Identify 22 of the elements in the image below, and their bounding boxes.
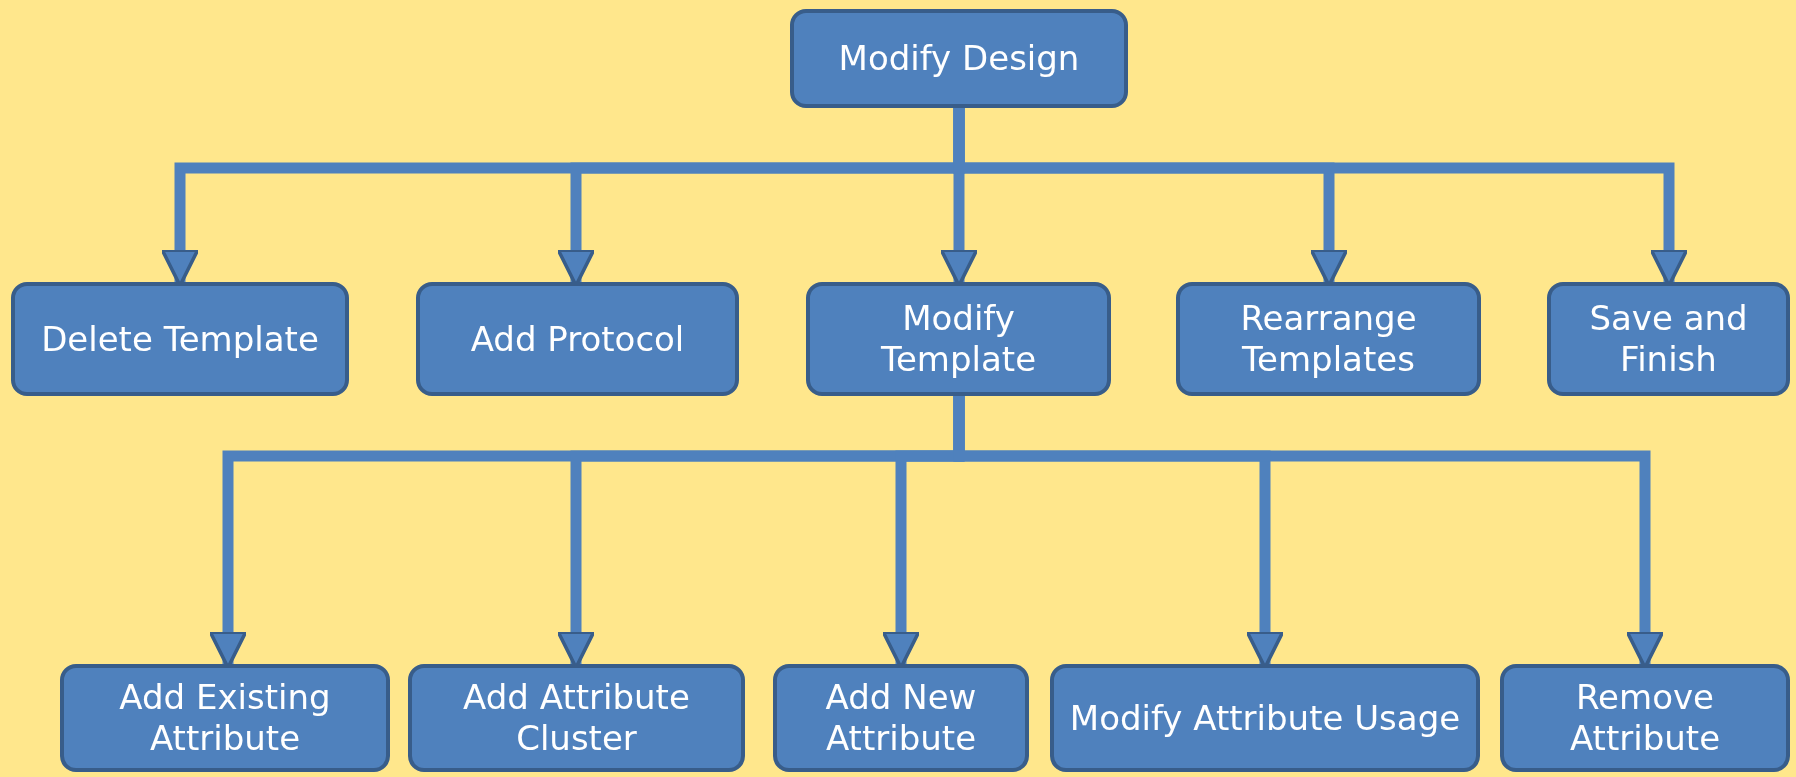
process-box [11,282,349,396]
process-box [773,664,1029,772]
box-label: Add Existing Attribute [118,677,332,759]
process-box [416,282,739,396]
process-box [806,282,1111,396]
box-label: Remove Attribute [1568,677,1722,759]
box-label: Add Protocol [470,318,685,360]
process-box [790,9,1128,108]
process-box [1547,282,1790,396]
box-label: Add New Attribute [824,677,978,759]
box-label: Modify Template [879,298,1038,380]
box-label: Delete Template [41,318,319,360]
box-label: Save and Finish [1588,298,1749,380]
box-label: Add Attribute Cluster [462,677,691,759]
process-box [408,664,745,772]
process-box [60,664,390,772]
box-label: Rearrange Templates [1239,298,1418,380]
process-box [1500,664,1790,772]
process-box [1176,282,1481,396]
box-label: Modify Attribute Usage [1069,697,1461,739]
process-box [1050,664,1480,772]
box-label: Modify Design [838,38,1080,79]
